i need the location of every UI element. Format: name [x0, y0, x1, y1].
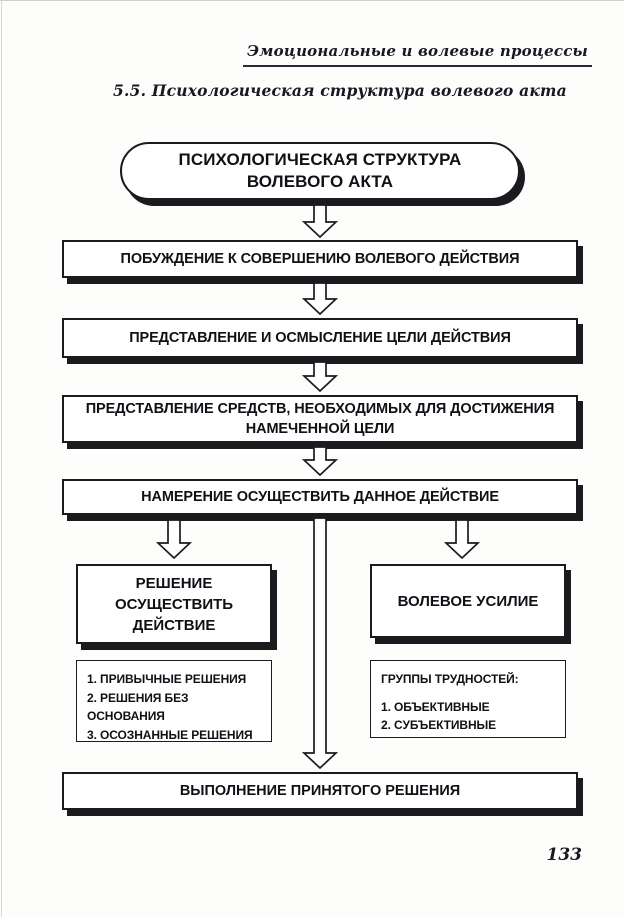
list-item: 1. ПРИВЫЧНЫЕ РЕШЕНИЯ	[87, 672, 247, 686]
list-item: 1. ОБЪЕКТИВНЫЕ	[381, 699, 490, 714]
list-item: 2. СУБЪЕКТИВНЫЕ	[381, 718, 497, 733]
decision-types-list: 1. ПРИВЫЧНЫЕ РЕШЕНИЯ 2. РЕШЕНИЯ БЕЗ ОСНО…	[76, 660, 272, 742]
down-arrow-icon	[302, 204, 338, 238]
list-item: 2. РЕШЕНИЯ БЕЗ ОСНОВАНИЯ	[87, 690, 189, 724]
step-box-intention: НАМЕРЕНИЕ ОСУЩЕСТВИТЬ ДАННОЕ ДЕЙСТВИЕ	[62, 479, 578, 515]
diagram-title-line2: ВОЛЕВОГО АКТА	[246, 172, 394, 191]
step-box-motivation: ПОБУЖДЕНИЕ К СОВЕРШЕНИЮ ВОЛЕВОГО ДЕЙСТВИ…	[62, 240, 578, 278]
difficulty-groups-list: ГРУППЫ ТРУДНОСТЕЙ: 1. ОБЪЕКТИВНЫЕ 2. СУБ…	[370, 660, 566, 738]
down-arrow-icon-left-branch	[156, 519, 192, 559]
list-item: 3. ОСОЗНАННЫЕ РЕШЕНИЯ	[87, 727, 253, 742]
down-arrow-icon	[302, 446, 338, 476]
final-box-execution: ВЫПОЛНЕНИЕ ПРИНЯТОГО РЕШЕНИЯ	[62, 772, 578, 810]
step-box-means: ПРЕДСТАВЛЕНИЕ СРЕДСТВ, НЕОБХОДИМЫХ ДЛЯ Д…	[62, 395, 578, 443]
decision-box: РЕШЕНИЕ ОСУЩЕСТВИТЬ ДЕЙСТВИЕ	[76, 564, 272, 644]
down-arrow-icon-center-long	[302, 517, 338, 769]
step-box-goal-comprehension: ПРЕДСТАВЛЕНИЕ И ОСМЫСЛЕНИЕ ЦЕЛИ ДЕЙСТВИЯ	[62, 318, 578, 358]
down-arrow-icon	[302, 282, 338, 315]
page-number: 133	[546, 845, 583, 865]
down-arrow-icon	[302, 361, 338, 392]
diagram-title-box: ПСИХОЛОГИЧЕСКАЯ СТРУКТУРА ВОЛЕВОГО АКТА	[120, 142, 520, 200]
diagram-title-line1: ПСИХОЛОГИЧЕСКАЯ СТРУКТУРА	[178, 149, 462, 169]
volitional-effort-box: ВОЛЕВОЕ УСИЛИЕ	[370, 564, 566, 638]
section-title: 5.5. Психологическая структура волевого …	[113, 81, 567, 100]
running-header: Эмоциональные и волевые процессы	[243, 42, 592, 67]
page-edge-top	[0, 0, 624, 1]
list-title: ГРУППЫ ТРУДНОСТЕЙ:	[381, 672, 519, 686]
page-edge-left	[1, 0, 2, 917]
down-arrow-icon-right-branch	[444, 519, 480, 559]
